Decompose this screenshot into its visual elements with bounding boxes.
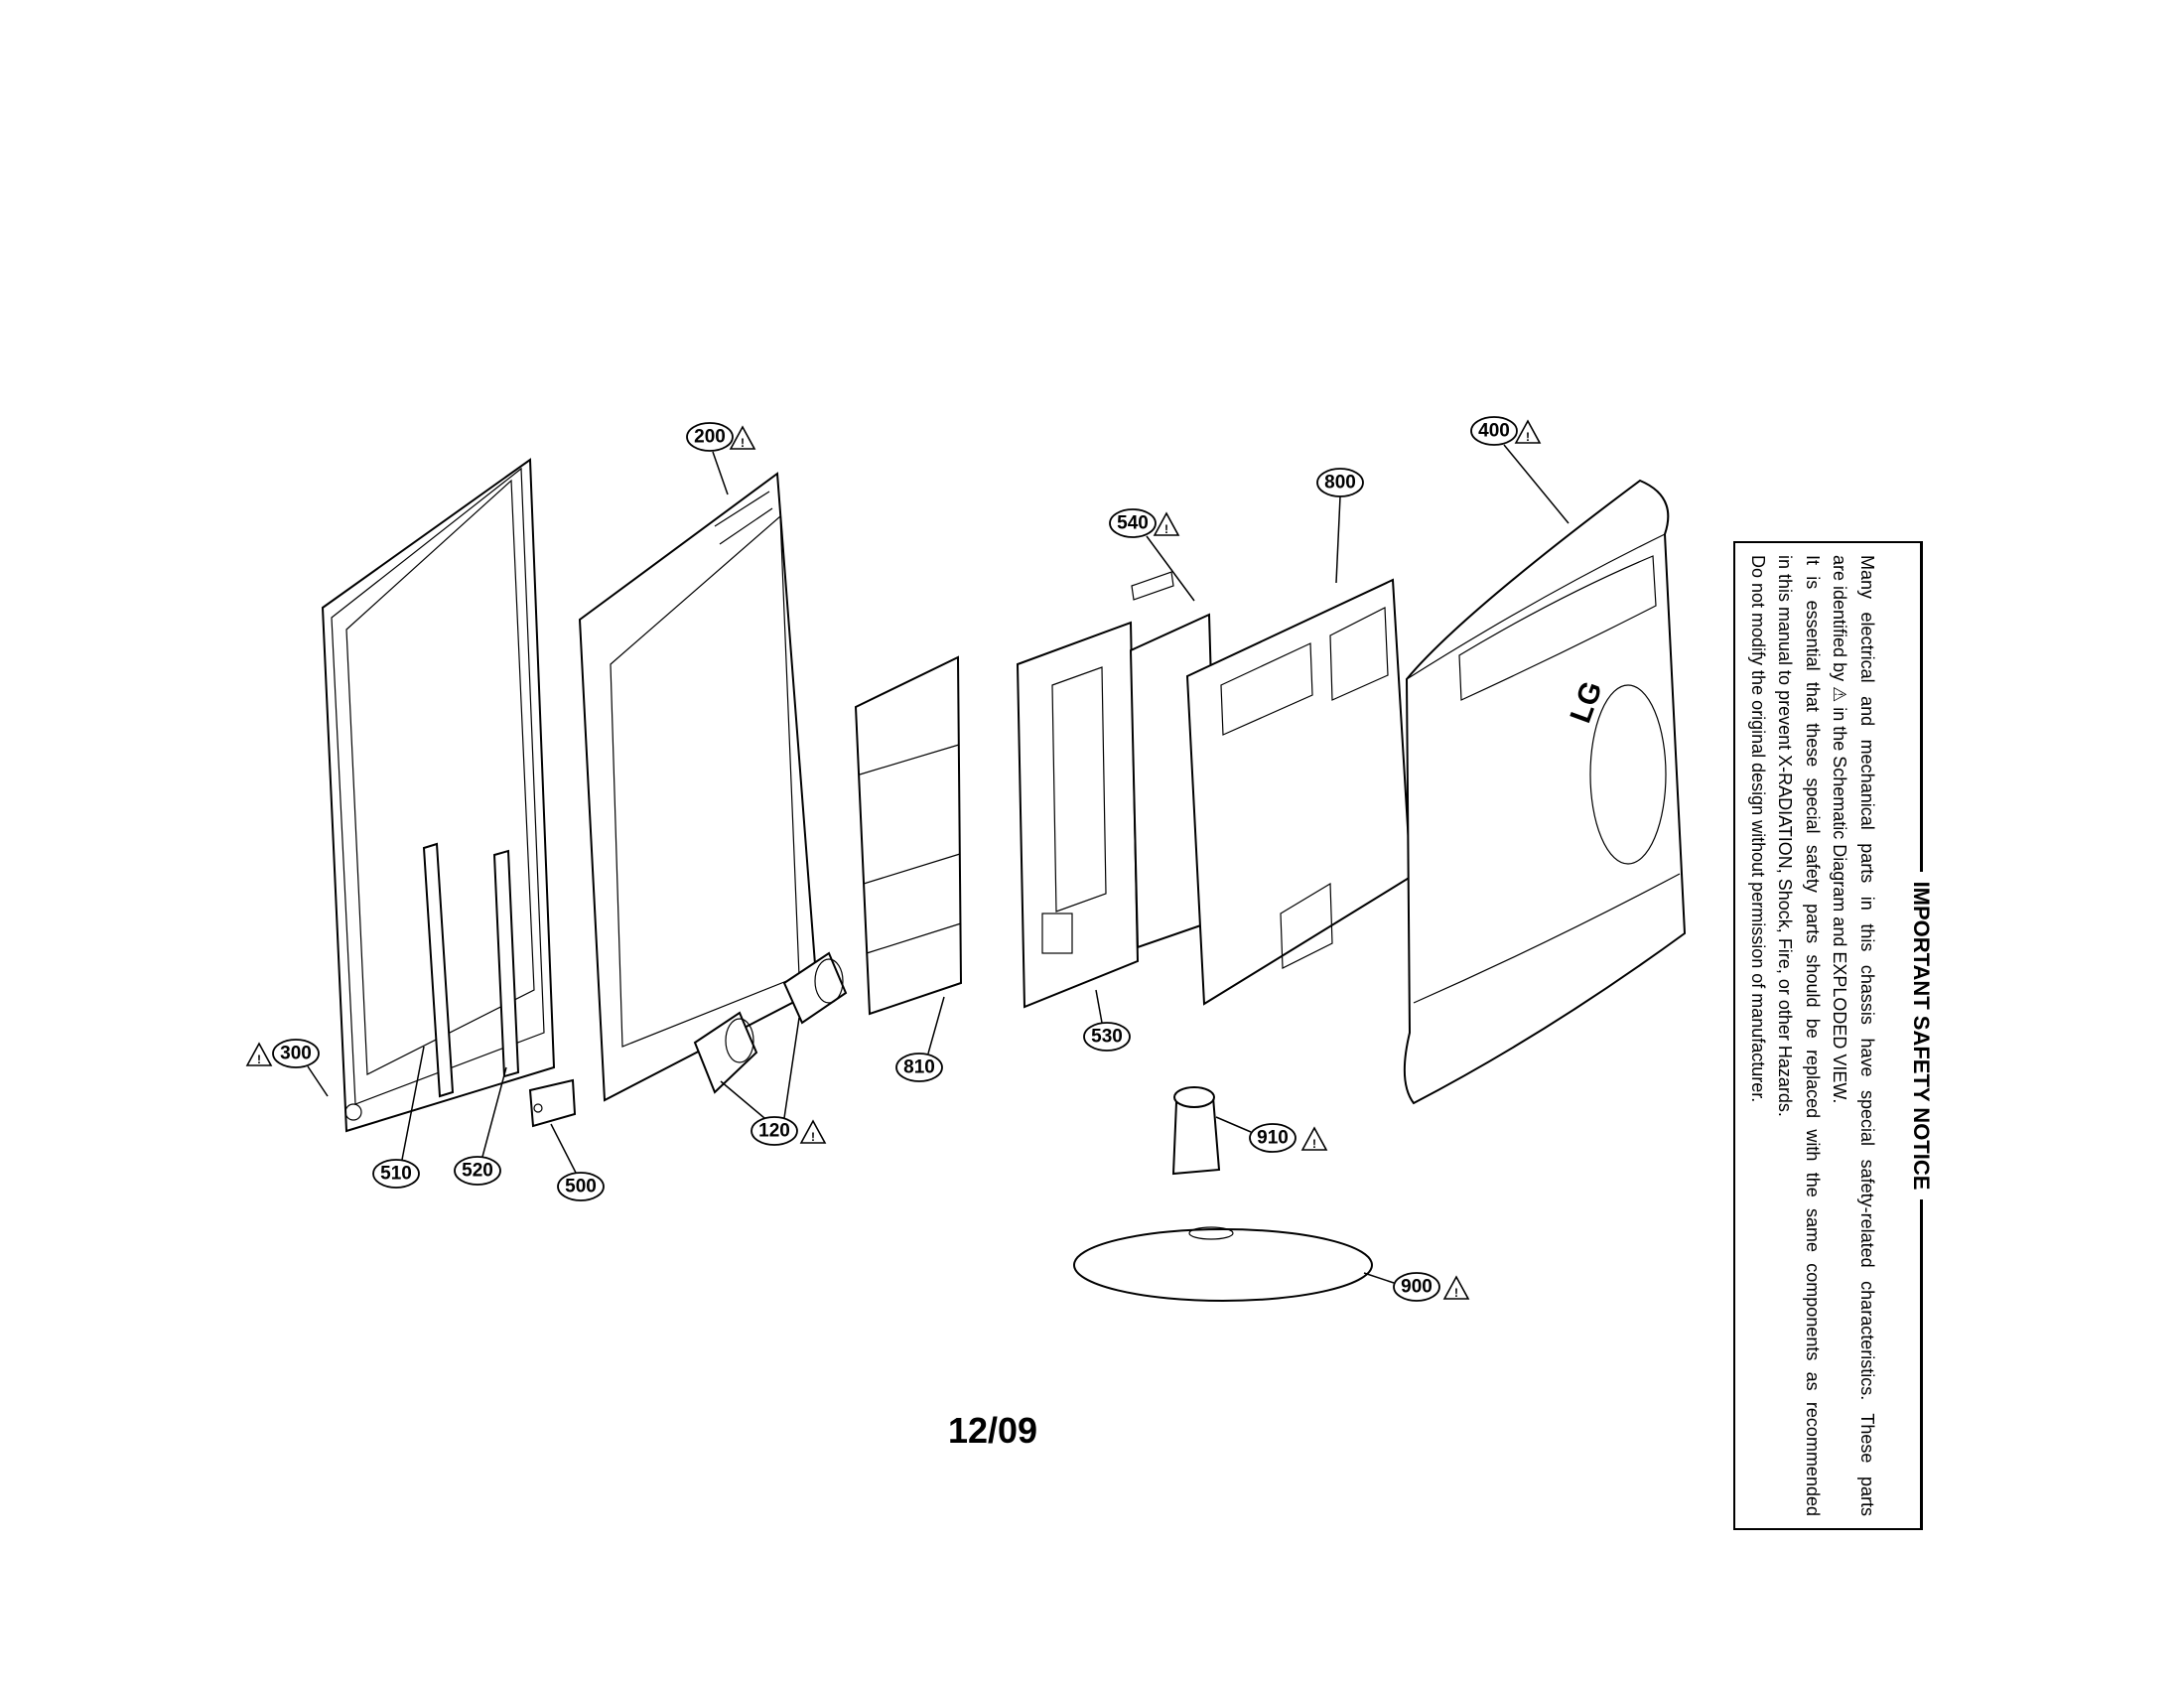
callout-540: 540 bbox=[1109, 508, 1157, 538]
svg-text:300: 300 bbox=[280, 1044, 312, 1064]
notice-line: Many electrical and mechanical parts in … bbox=[1857, 555, 1877, 1516]
part-530-power-board bbox=[1016, 621, 1140, 1009]
part-200-lcd-panel bbox=[578, 472, 819, 1102]
part-800-chassis-shield bbox=[1185, 578, 1413, 1006]
safety-notice-title-wrap: IMPORTANT SAFETY NOTICE bbox=[1908, 543, 1934, 1528]
part-810-cover bbox=[854, 655, 963, 1016]
callout-120: 120 bbox=[751, 1116, 798, 1146]
leader-lines bbox=[307, 444, 1570, 1284]
svg-text:!: ! bbox=[741, 436, 745, 450]
warning-icon: ! bbox=[1442, 1275, 1470, 1300]
part-300-front-bezel bbox=[321, 458, 556, 1133]
warning-icon: ! bbox=[729, 425, 756, 450]
part-520-strip bbox=[492, 849, 520, 1078]
callout-800: 800 bbox=[1316, 468, 1364, 497]
safety-notice-box: IMPORTANT SAFETY NOTICE Many electrical … bbox=[1733, 541, 1934, 1530]
callout-300: 300 bbox=[272, 1039, 320, 1068]
warning-icon: ! bbox=[1300, 1126, 1328, 1151]
svg-text:!: ! bbox=[811, 1130, 815, 1144]
svg-text:!: ! bbox=[1526, 430, 1530, 444]
svg-text:!: ! bbox=[1164, 522, 1168, 536]
warning-icon: ! bbox=[799, 1119, 827, 1144]
part-510-strip bbox=[422, 842, 455, 1098]
svg-text:500: 500 bbox=[565, 1177, 597, 1197]
svg-text:800: 800 bbox=[1324, 473, 1356, 493]
svg-text:900: 900 bbox=[1401, 1277, 1433, 1298]
svg-text:530: 530 bbox=[1091, 1027, 1123, 1048]
svg-text:120: 120 bbox=[758, 1121, 790, 1142]
svg-text:510: 510 bbox=[380, 1164, 412, 1185]
callout-900: 900 bbox=[1393, 1272, 1440, 1302]
safety-notice-body: Many electrical and mechanical parts in … bbox=[1744, 555, 1881, 1516]
part-400-back-cover: LG bbox=[1403, 479, 1687, 1105]
svg-text:!: ! bbox=[1312, 1137, 1316, 1151]
part-900-stand-base bbox=[1073, 1226, 1373, 1302]
warning-icon: ! bbox=[1153, 511, 1180, 536]
callout-200: 200 bbox=[686, 422, 734, 452]
svg-text:810: 810 bbox=[903, 1057, 935, 1078]
part-120-speakers bbox=[693, 951, 848, 1094]
notice-line: in this manual to prevent X-RADIATION, S… bbox=[1775, 555, 1796, 1117]
callout-500: 500 bbox=[557, 1172, 605, 1201]
callout-910: 910 bbox=[1249, 1123, 1297, 1153]
notice-line: are identified by ⚠ in the Schematic Dia… bbox=[1830, 555, 1850, 1104]
safety-notice-title: IMPORTANT SAFETY NOTICE bbox=[1909, 871, 1934, 1200]
callout-510: 510 bbox=[372, 1159, 420, 1189]
svg-text:910: 910 bbox=[1257, 1128, 1289, 1149]
svg-text:400: 400 bbox=[1478, 421, 1510, 442]
part-910-stand-neck bbox=[1171, 1086, 1221, 1176]
callout-520: 520 bbox=[454, 1156, 501, 1186]
svg-text:!: ! bbox=[257, 1053, 261, 1066]
date-code: 12/09 bbox=[947, 1410, 1038, 1451]
notice-line: It is essential that these special safet… bbox=[1803, 555, 1823, 1516]
svg-text:520: 520 bbox=[462, 1161, 493, 1182]
callout-400: 400 bbox=[1470, 416, 1518, 446]
svg-text:!: ! bbox=[1454, 1286, 1458, 1300]
svg-text:200: 200 bbox=[694, 427, 726, 448]
part-500-bracket bbox=[528, 1078, 577, 1128]
warning-icon: ! bbox=[1514, 419, 1542, 444]
warning-icon: ! bbox=[245, 1042, 273, 1066]
notice-line: Do not modify the original design withou… bbox=[1748, 555, 1768, 1103]
svg-text:540: 540 bbox=[1117, 513, 1149, 534]
callout-530: 530 bbox=[1083, 1022, 1131, 1052]
callout-810: 810 bbox=[895, 1053, 943, 1082]
